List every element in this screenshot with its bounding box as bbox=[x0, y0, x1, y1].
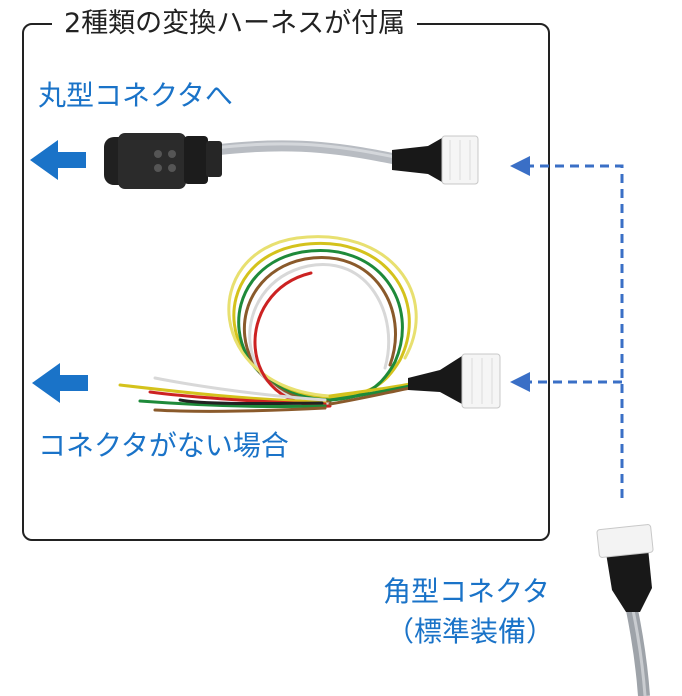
square-connector-label: 角型コネクタ bbox=[383, 575, 550, 608]
no-connector-label: コネクタがない場合 bbox=[38, 429, 289, 462]
arrowhead-icon bbox=[510, 156, 530, 176]
frame-title: 2種類の変換ハーネスが付属 bbox=[52, 6, 418, 42]
round-connector-harness bbox=[104, 133, 479, 189]
dashed-connection-arrow bbox=[528, 164, 624, 498]
bare-wire-harness bbox=[118, 235, 418, 413]
left-arrow-icon bbox=[30, 140, 86, 180]
arrowhead-icon bbox=[510, 372, 530, 392]
standard-equipment-label: （標準装備） bbox=[386, 615, 555, 648]
square-connector-cable bbox=[596, 524, 654, 696]
round-connector-label: 丸型コネクタへ bbox=[38, 79, 233, 112]
left-arrow-icon bbox=[32, 363, 88, 403]
square-connector-small bbox=[408, 353, 501, 409]
